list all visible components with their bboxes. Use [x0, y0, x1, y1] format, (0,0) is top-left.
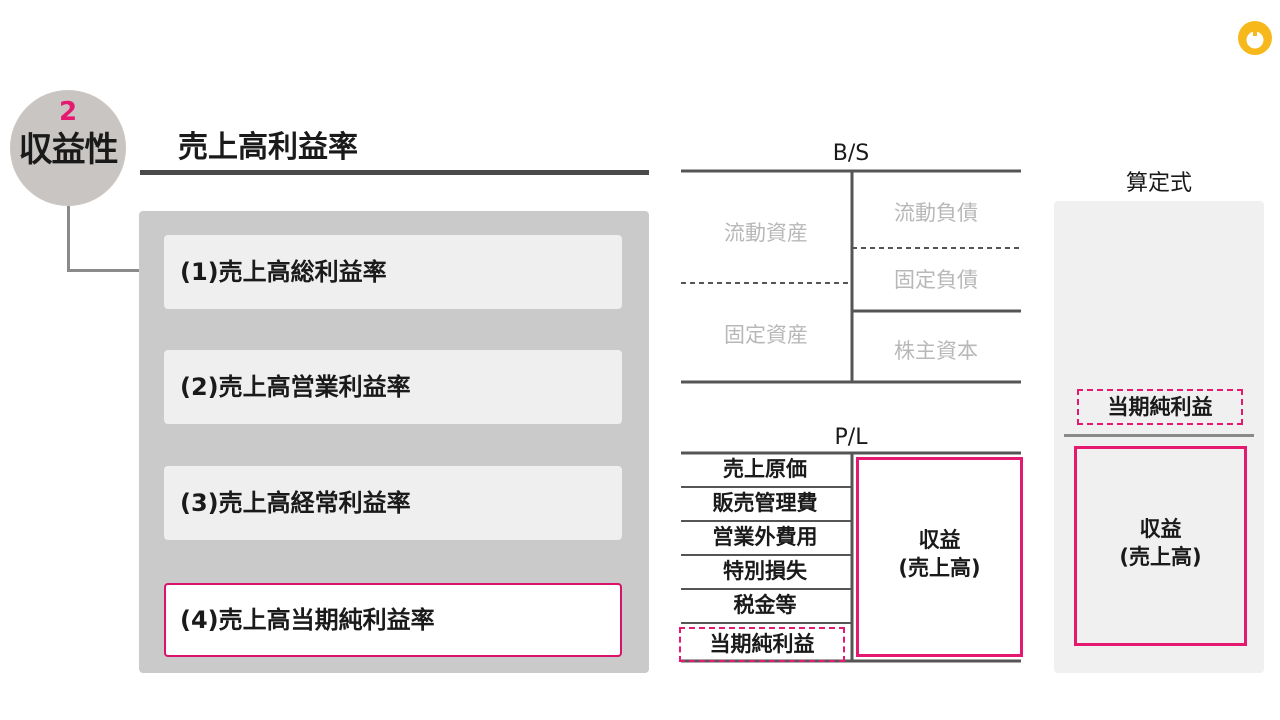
- bs-fixed-liabilities: 固定負債: [894, 268, 978, 292]
- bs-current-assets: 流動資産: [724, 221, 808, 245]
- ratio-item-ordinary-profit: (3)売上高経常利益率: [164, 466, 622, 540]
- pl-row-sga: 販売管理費: [712, 491, 818, 515]
- pl-title: P/L: [834, 425, 868, 450]
- bs-fixed-assets: 固定資産: [724, 323, 808, 347]
- connector-line: [67, 269, 140, 272]
- pl-revenue-sublabel: (売上高): [898, 556, 981, 580]
- formula-denominator-label: 収益: [1139, 517, 1182, 541]
- brand-logo-icon: [1238, 21, 1272, 55]
- connector-line: [67, 206, 70, 272]
- ratio-item-operating-profit: (2)売上高営業利益率: [164, 350, 622, 424]
- category-badge: 2 収益性: [10, 90, 126, 206]
- title-underline: [140, 170, 649, 175]
- badge-label: 収益性: [18, 130, 119, 170]
- pl-row-non-operating-expense: 営業外費用: [712, 525, 818, 549]
- pl-row-cost-of-sales: 売上原価: [723, 457, 807, 481]
- formula-title: 算定式: [1125, 171, 1192, 196]
- pl-net-profit: 当期純利益: [679, 627, 845, 662]
- bs-current-liabilities: 流動負債: [894, 201, 978, 225]
- ratio-list-panel: (1)売上高総利益率 (2)売上高営業利益率 (3)売上高経常利益率 (4)売上…: [139, 211, 649, 673]
- pl-revenue-box: 収益 (売上高): [856, 457, 1023, 657]
- pl-revenue-label: 収益: [918, 528, 961, 552]
- formula-fraction-bar: [1064, 434, 1254, 437]
- ratio-item-gross-profit: (1)売上高総利益率: [164, 235, 622, 309]
- section-title: 売上高利益率: [178, 130, 358, 165]
- bs-title: B/S: [832, 141, 870, 166]
- bs-lines: [681, 169, 1021, 384]
- ratio-item-net-profit: (4)売上高当期純利益率: [164, 583, 622, 657]
- formula-panel: [1054, 201, 1264, 673]
- formula-numerator: 当期純利益: [1077, 389, 1243, 425]
- pl-row-taxes: 税金等: [733, 593, 797, 617]
- pl-row-extraordinary-loss: 特別損失: [723, 559, 807, 583]
- formula-denominator-box: 収益 (売上高): [1074, 446, 1247, 646]
- bs-equity: 株主資本: [894, 339, 978, 363]
- formula-denominator-sublabel: (売上高): [1119, 545, 1202, 569]
- badge-number: 2: [58, 97, 78, 127]
